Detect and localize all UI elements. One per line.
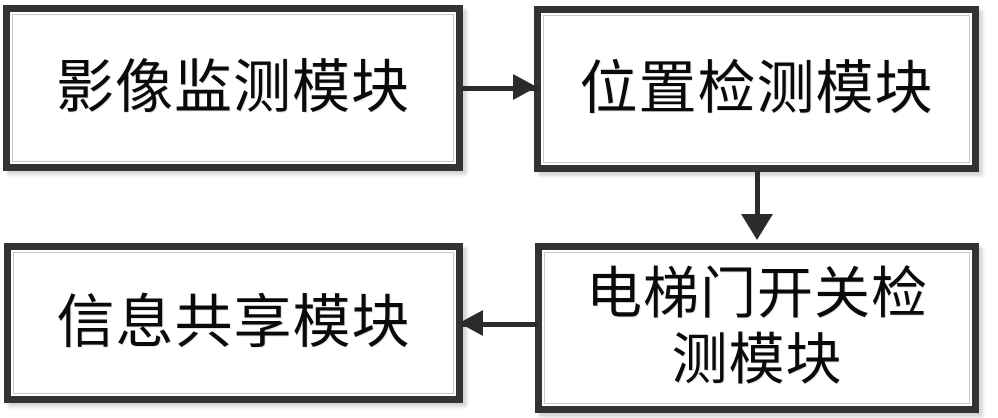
node-door-switch: 电梯门开关检 测模块 bbox=[535, 243, 979, 413]
arrow-down-icon bbox=[741, 214, 773, 240]
node-position-detect-label: 位置检测模块 bbox=[579, 55, 934, 121]
arrow-right-icon bbox=[513, 74, 537, 100]
arrow-left-icon bbox=[459, 310, 483, 336]
connector-line bbox=[462, 322, 538, 327]
node-door-switch-label: 电梯门开关检 测模块 bbox=[586, 263, 928, 392]
node-image-monitor: 影像监测模块 bbox=[3, 5, 463, 171]
node-image-monitor-label: 影像监测模块 bbox=[55, 54, 410, 120]
node-info-share: 信息共享模块 bbox=[4, 243, 463, 403]
connector-line bbox=[755, 171, 760, 223]
node-info-share-label: 信息共享模块 bbox=[56, 289, 411, 355]
connector-line bbox=[461, 86, 539, 91]
node-position-detect: 位置检测模块 bbox=[534, 6, 979, 172]
